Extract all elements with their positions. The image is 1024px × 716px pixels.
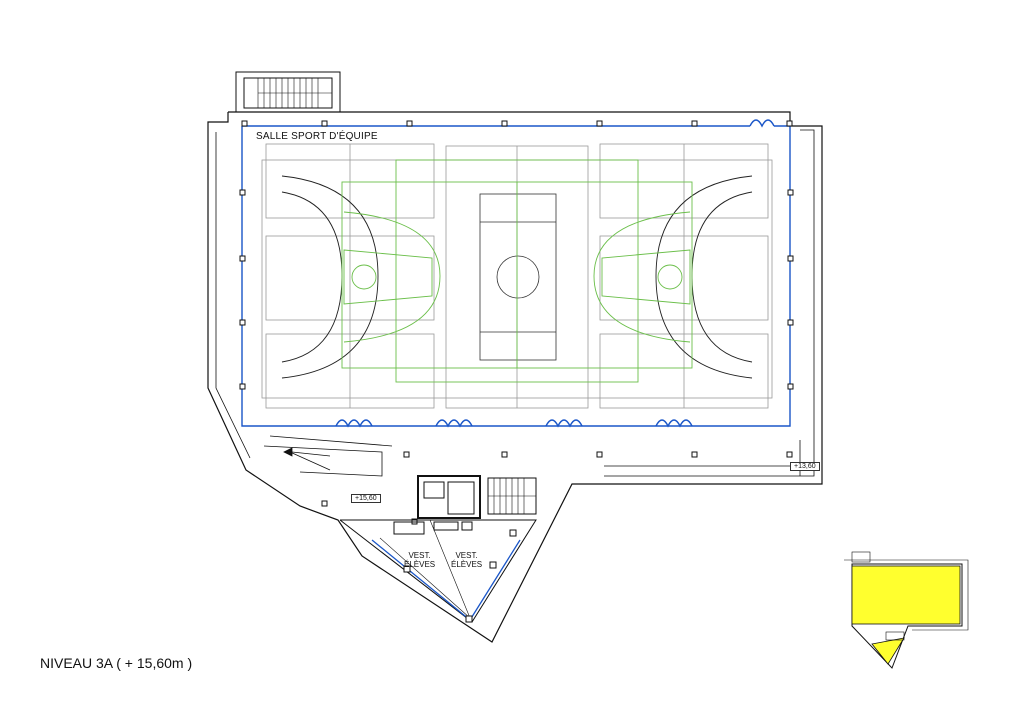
building-outline [207, 111, 823, 643]
locker-room-label-2-line1: VEST. [455, 551, 478, 560]
level-mark-right: +13,60 [790, 462, 820, 471]
key-plan [844, 551, 969, 669]
locker-room-label-2: VEST. ÉLÈVES [451, 551, 482, 569]
plan-caption: NIVEAU 3A ( + 15,60m ) [40, 655, 193, 671]
locker-room-label-2-line2: ÉLÈVES [451, 560, 483, 569]
ramp [263, 435, 393, 477]
locker-room-label-1: VEST. ÉLÈVES [404, 551, 435, 569]
level-mark-left: +15,60 [351, 494, 381, 503]
locker-room-label-1-line2: ÉLÈVES [404, 560, 436, 569]
room-label: SALLE SPORT D'ÉQUIPE [256, 131, 378, 142]
locker-room-label-1-line1: VEST. [408, 551, 431, 560]
court-green [341, 159, 693, 383]
core-stair-lift [417, 475, 537, 519]
columns [239, 120, 794, 525]
locker-doors [403, 529, 517, 623]
hall-facade [241, 119, 791, 428]
top-stair [235, 71, 341, 113]
